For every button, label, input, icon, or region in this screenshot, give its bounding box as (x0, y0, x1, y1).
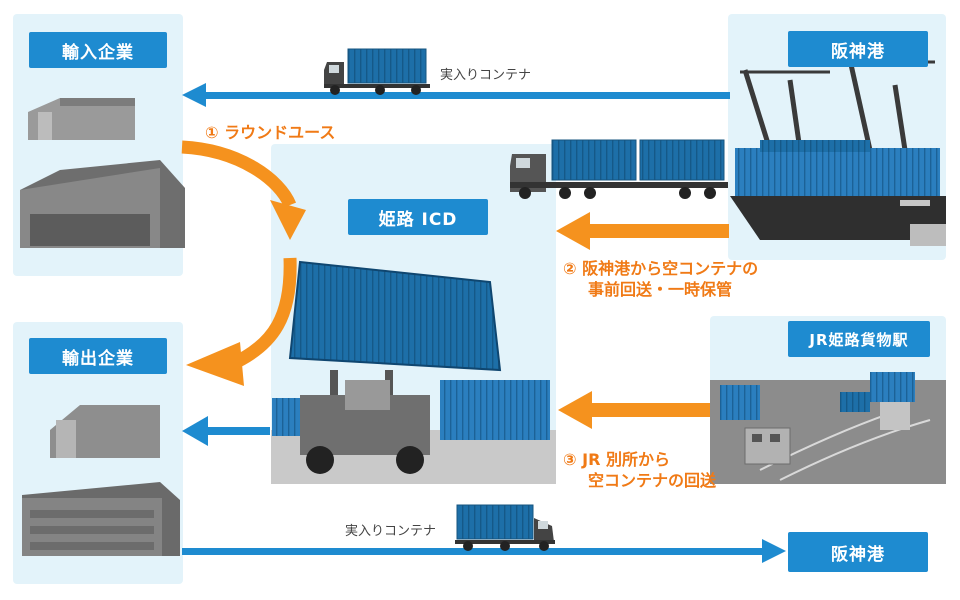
icd-forklift-icon (271, 260, 556, 484)
round-use-text: ① ラウンドユース (205, 123, 336, 142)
hanshin-port-label-top: 阪神港 (788, 31, 928, 67)
step2-line2: 事前回送・一時保管 (588, 280, 733, 299)
import-company-label: 輸入企業 (29, 32, 167, 68)
hanshin-port-label-bottom: 阪神港 (788, 532, 928, 572)
import-warehouse-icon (20, 98, 185, 248)
top-container-caption: 実入りコンテナ (440, 68, 532, 83)
jr-train-icon (710, 372, 946, 484)
step3-line1: ③ JR 別所から (563, 450, 670, 469)
export-company-label: 輸出企業 (29, 338, 167, 374)
truck-icon-top (324, 48, 430, 95)
truck-icon-bottom (455, 504, 555, 551)
step2-line1: ② 阪神港から空コンテナの (563, 259, 759, 278)
step3-line2: 空コンテナの回送 (588, 471, 717, 490)
long-truck-icon (510, 139, 728, 199)
jr-station-label: JR姫路貨物駅 (788, 321, 930, 357)
port-ship-crane-icon (730, 59, 946, 246)
himeji-icd-label: 姫路 ICD (348, 199, 488, 235)
export-warehouse-icon (22, 405, 180, 556)
bottom-container-caption: 実入りコンテナ (345, 524, 437, 539)
